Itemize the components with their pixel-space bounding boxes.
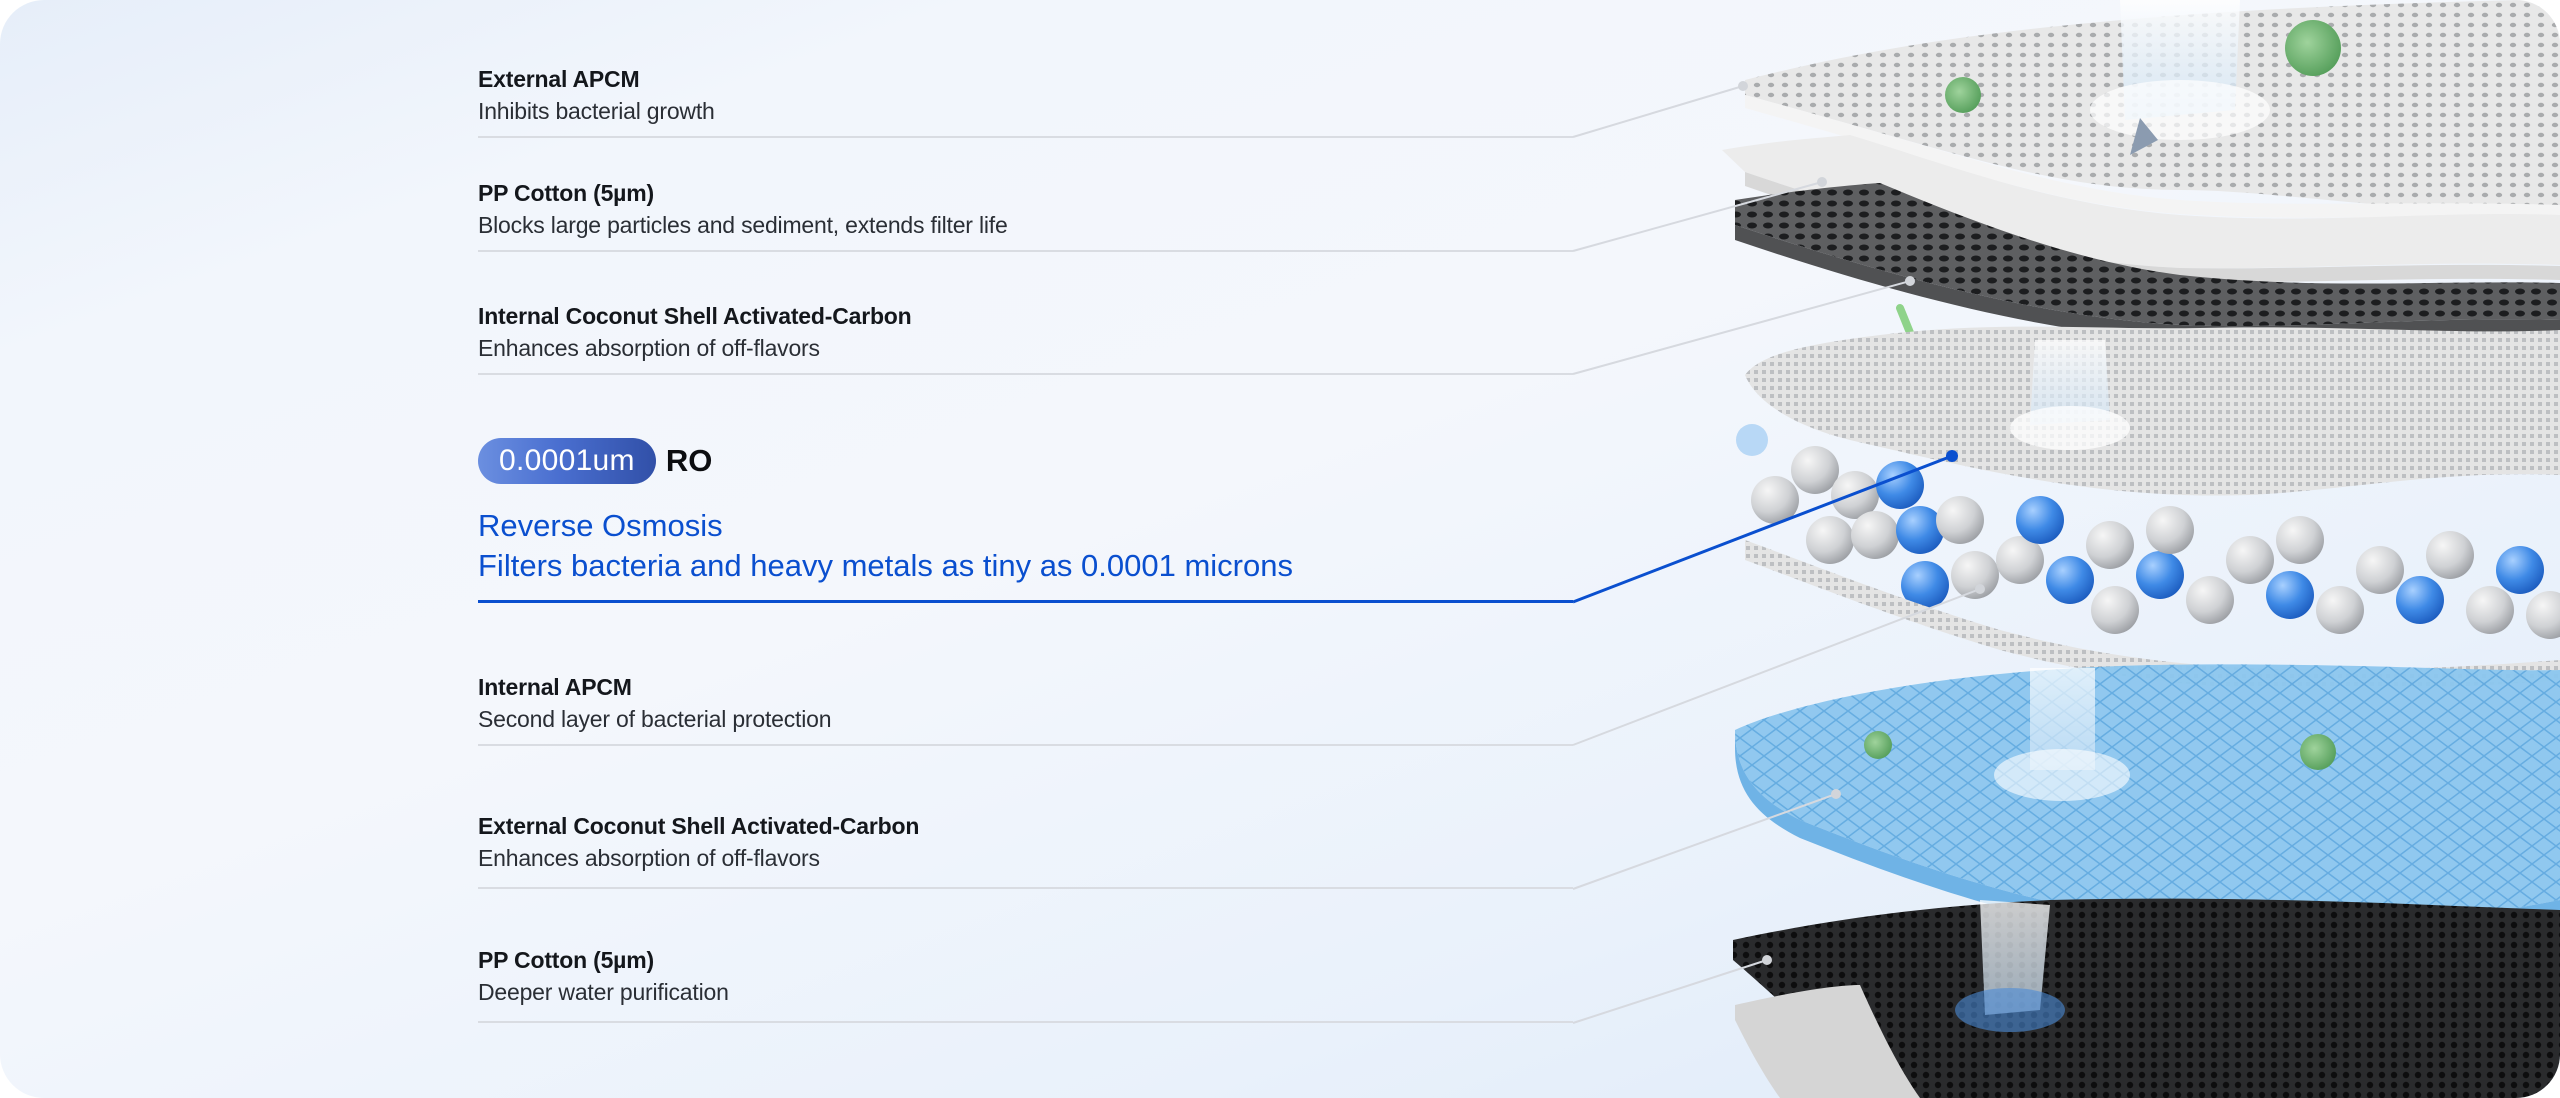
connector-pp-cotton [1572,181,1823,252]
layer-item-reverse-osmosis: 0.0001um RO Reverse Osmosis Filters bact… [478,438,1573,603]
layer-description: Filters bacteria and heavy metals as tin… [478,548,1293,583]
filter-media-spheres [1736,424,2560,639]
connector-dot [1975,584,1985,594]
layer-item-pp-cotton-deep: PP Cotton (5µm) Deeper water purificatio… [478,945,1573,1023]
layer-title: Internal APCM [478,674,632,700]
layer-title: Reverse Osmosis [478,508,723,543]
connector-pp-cotton-deep [1572,959,1768,1024]
connector-dot [1762,955,1772,965]
connector-dot [1905,276,1915,286]
layer-description: Blocks large particles and sediment, ext… [478,212,1008,238]
divider [478,1021,1573,1023]
divider [478,744,1573,746]
ro-tag: RO [665,443,713,478]
layer-item-external-carbon: External Coconut Shell Activated-Carbon … [478,811,1573,889]
layer-description: Inhibits bacterial growth [478,98,715,124]
divider-highlight [478,600,1573,603]
layer-description: Second layer of bacterial protection [478,706,832,732]
layer-item-internal-carbon: Internal Coconut Shell Activated-Carbon … [478,301,1573,375]
connector-dot [1738,81,1748,91]
layer-title: Internal Coconut Shell Activated-Carbon [478,303,912,329]
virus-icon [2300,734,2336,770]
divider [478,887,1573,889]
layer-item-internal-apcm: Internal APCM Second layer of bacterial … [478,672,1573,746]
connector-dot [1817,177,1827,187]
divider [478,136,1573,138]
layer-item-pp-cotton: PP Cotton (5µm) Blocks large particles a… [478,178,1573,252]
layer-title: PP Cotton (5µm) [478,180,654,206]
connector-internal-carbon [1572,280,1911,375]
filter-layers-illustration [1722,0,2560,1098]
connector-dot-highlight [1946,450,1958,462]
connector-reverse-osmosis [1572,454,1953,604]
layer-description: Enhances absorption of off-flavors [478,845,820,871]
layer-description: Enhances absorption of off-flavors [478,335,820,361]
virus-icon [2285,20,2341,76]
divider [478,373,1573,375]
connector-external-carbon [1572,793,1837,890]
virus-icon [1864,731,1892,759]
connector-dot [1831,789,1841,799]
pore-size-badge: 0.0001um [478,438,656,484]
layer-item-external-apcm: External APCM Inhibits bacterial growth [478,64,1573,138]
layer-title: External Coconut Shell Activated-Carbon [478,813,920,839]
layer-description: Deeper water purification [478,979,729,1005]
connector-external-apcm [1572,85,1744,138]
connector-internal-apcm [1572,588,1981,746]
layer-title: PP Cotton (5µm) [478,947,654,973]
layer-title: External APCM [478,66,640,92]
divider [478,250,1573,252]
virus-icon [1945,77,1981,113]
